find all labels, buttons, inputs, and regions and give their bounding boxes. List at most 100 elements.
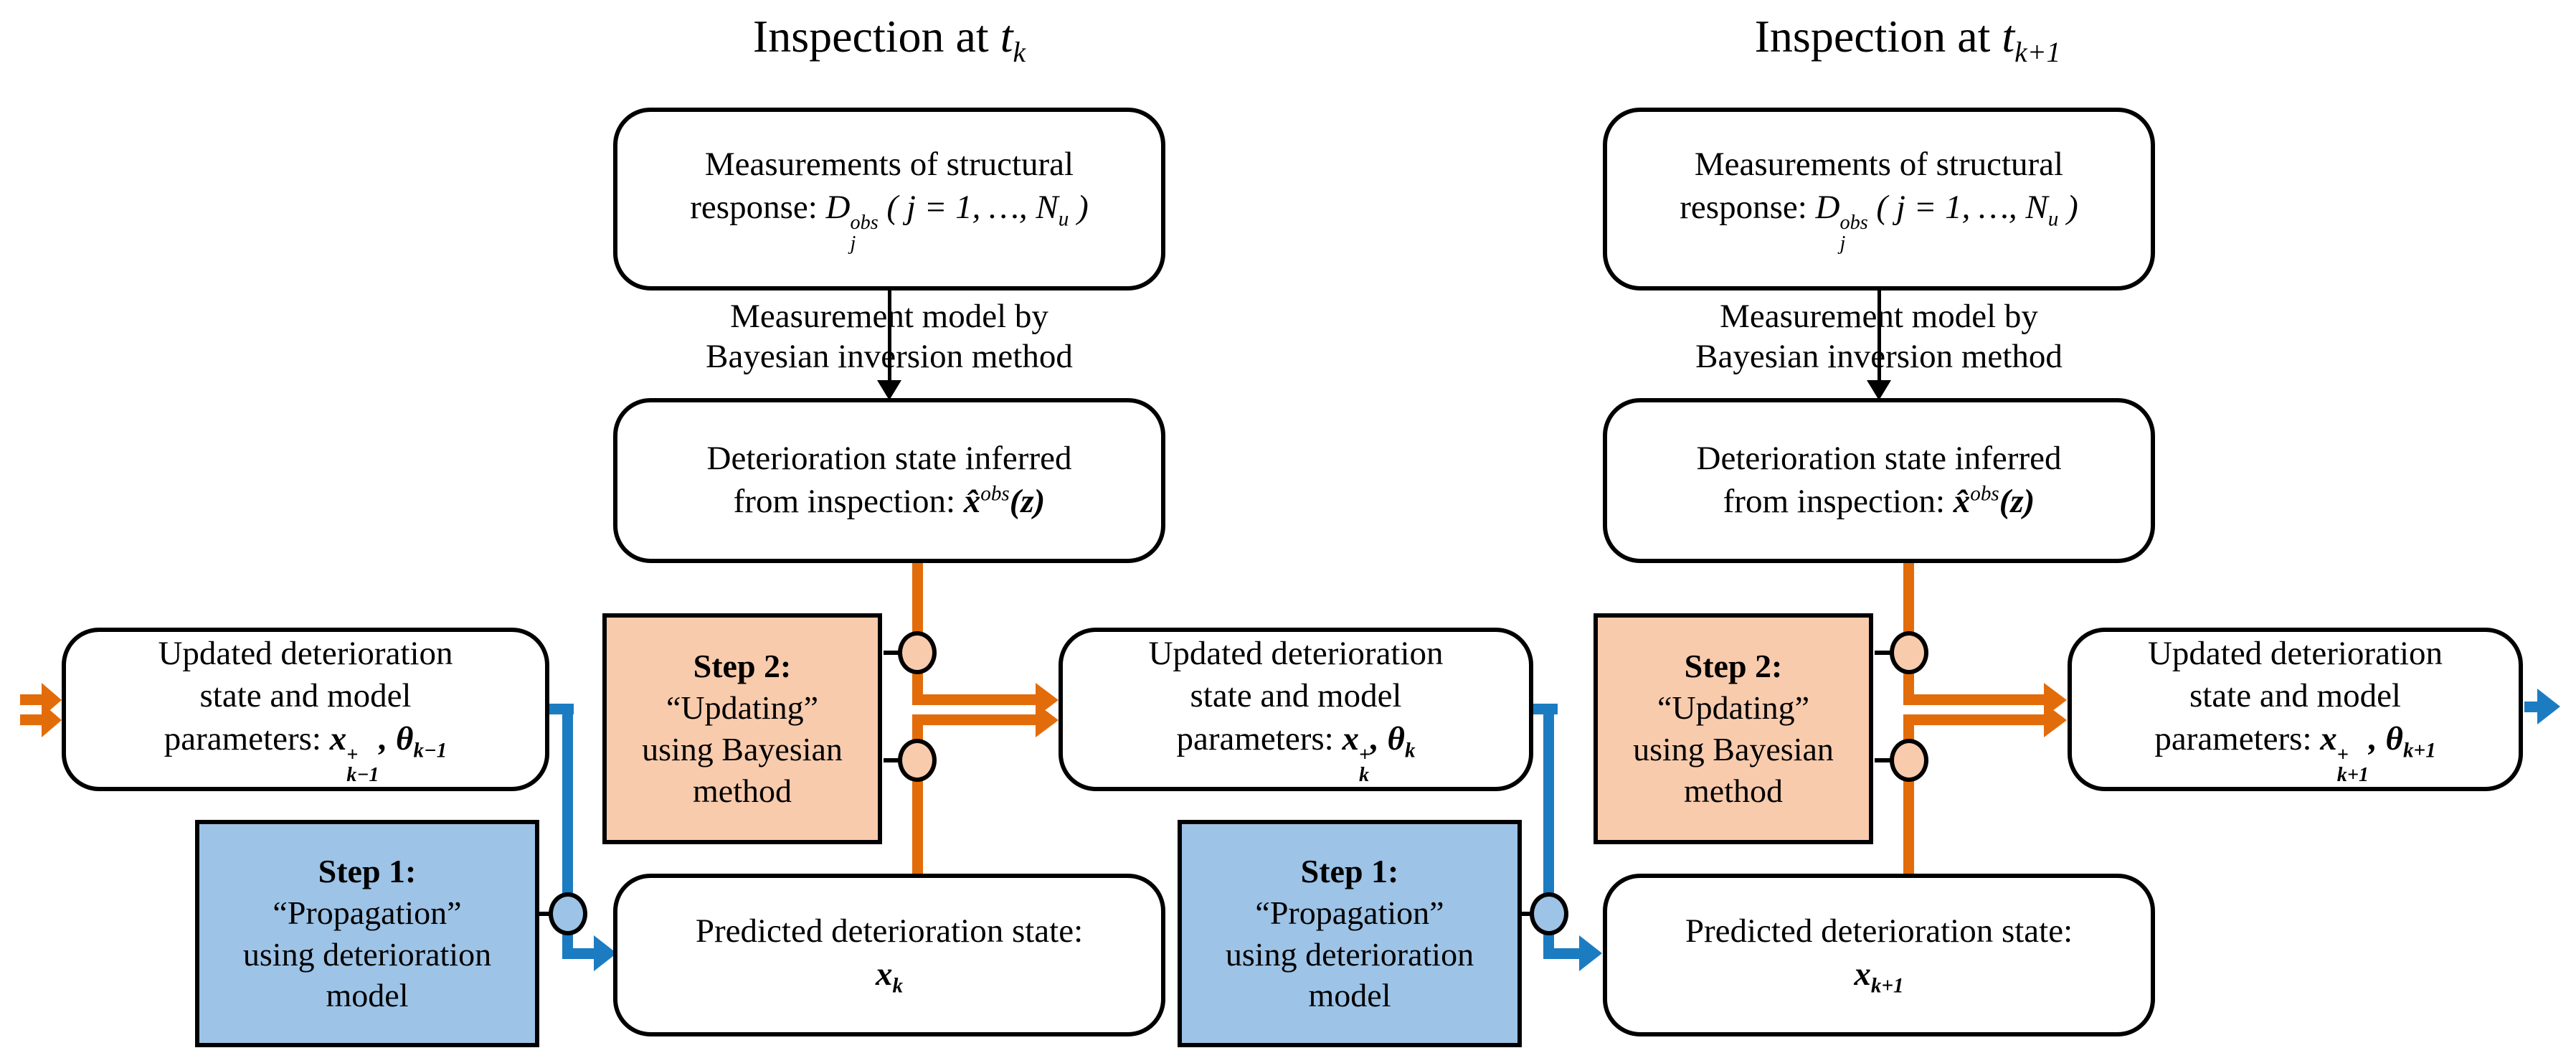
orange-arrow-shaft-upper-tk1 — [1903, 694, 2045, 705]
math-theta-sub: k+1 — [2402, 739, 2436, 762]
inferred-line2: from inspection: x̂obs(z) — [734, 481, 1046, 524]
measurements-line1: Measurements of structural — [1694, 146, 2064, 184]
math-theta: θ — [396, 720, 414, 758]
predicted-line1: Predicted deterioration state: — [695, 912, 1084, 950]
math-x-sup: + — [1358, 743, 1371, 766]
orange-arrow-shaft-upper-tk — [912, 694, 1037, 705]
blue-line-elbow-tk — [562, 948, 595, 959]
step1-title: Step 1: — [1300, 852, 1399, 889]
updated-params-line: parameters: x+k−1, θk−1 — [164, 718, 447, 786]
math-theta-sub: k−1 — [413, 739, 448, 762]
orange-arrow-shaft-lower-tk1 — [1903, 714, 2045, 725]
updated-line2: state and model — [2189, 677, 2401, 715]
title-inspection-tk1: Inspection at tk+1 — [1657, 10, 2159, 69]
math-theta: θ — [2385, 720, 2403, 758]
connector-node-step1-tk1 — [1530, 892, 1568, 935]
math-D: D — [825, 188, 851, 226]
inferred-state-box-tk1: Deterioration state inferred from inspec… — [1603, 398, 2155, 563]
step2-box-tk1: Step 2: “Updating” using Bayesian method — [1594, 613, 1873, 844]
measurement-model-label-tk: Measurement model by Bayesian inversion … — [638, 296, 1140, 377]
step2-line3: using Bayesian — [1633, 731, 1834, 767]
label-line2: Bayesian inversion method — [1695, 338, 2063, 376]
orange-arrow-shaft-lower-tk — [912, 714, 1037, 725]
measurement-model-label-tk1: Measurement model by Bayesian inversion … — [1628, 296, 2130, 377]
math-x-sub: k−1 — [346, 764, 379, 787]
measurement-model-arrow-line-tk1 — [1877, 291, 1881, 382]
label-line1: Measurement model by — [1720, 298, 2038, 335]
next-cycle-output-arrow-shaft — [2524, 702, 2539, 712]
step1-connector-stub-tk1 — [1519, 912, 1535, 916]
math-x: x — [1854, 955, 1871, 993]
math-xhat: x̂ — [963, 483, 981, 520]
math-D-sup: obs — [1839, 212, 1868, 235]
step2-line4: method — [1684, 772, 1783, 809]
math-xhat: x̂ — [1953, 483, 1971, 520]
title-var: t — [2002, 11, 2015, 62]
measurement-model-arrowhead-tk1 — [1867, 380, 1891, 400]
math-sep: , — [2369, 720, 2386, 758]
orange-arrowhead-lower-tk — [1036, 703, 1059, 737]
math-range-sub: u — [1058, 207, 1069, 231]
inferred-label: from inspection: — [1723, 483, 1954, 520]
step1-box-tk1: Step 1: “Propagation” using deterioratio… — [1178, 820, 1522, 1047]
updated-params-line: parameters: x+k, θk — [1177, 718, 1416, 786]
updated-line2: state and model — [199, 677, 412, 715]
title-inspection-tk: Inspection at tk — [638, 10, 1140, 69]
connector-node-upper-tk1 — [1890, 631, 1928, 674]
math-x-sup: + — [2336, 743, 2349, 766]
updated-params-line: parameters: x+k+1, θk+1 — [2154, 718, 2435, 786]
math-xhat-sup: obs — [1970, 482, 1999, 506]
updated-state-box-k-minus-1: Updated deterioration state and model pa… — [62, 628, 549, 791]
math-x-scripts: +k−1 — [346, 745, 379, 787]
step1-line3: using deterioration — [242, 935, 492, 973]
math-x-sub: k — [892, 974, 904, 998]
measurement-model-arrow-line-tk — [888, 291, 891, 382]
step1-title: Step 1: — [318, 852, 417, 889]
orange-arrowhead-lower-tk1 — [2044, 703, 2067, 737]
step2-connector-stub-upper-tk1 — [1875, 651, 1892, 655]
updated-line2: state and model — [1190, 677, 1402, 715]
step1-line2: “Propagation” — [1255, 894, 1444, 931]
measurements-label: response: — [690, 188, 826, 226]
title-sub: k+1 — [2014, 36, 2061, 68]
updated-line1: Updated deterioration — [1148, 634, 1444, 672]
math-x: x — [2320, 720, 2337, 758]
updated-label: parameters: — [1176, 720, 1343, 758]
step1-line4: model — [1308, 977, 1391, 1014]
step2-line2: “Updating” — [666, 689, 819, 727]
measurements-label: response: — [1680, 188, 1816, 226]
predicted-line1: Predicted deterioration state: — [1685, 912, 2073, 950]
title-var: t — [1000, 11, 1013, 62]
math-sep: , — [1370, 720, 1388, 758]
inferred-line2: from inspection: x̂obs(z) — [1723, 481, 2035, 524]
measurements-line1: Measurements of structural — [704, 146, 1074, 184]
step2-title: Step 2: — [693, 648, 792, 685]
prior-input-arrowhead-2 — [42, 703, 62, 737]
math-xhat-sup: obs — [980, 482, 1010, 506]
math-x-sub: k+1 — [1870, 974, 1904, 998]
step1-line3: using deterioration — [1225, 935, 1474, 973]
connector-node-upper-tk — [898, 631, 937, 674]
math-range-close: ) — [2058, 188, 2078, 226]
updated-state-box-k-plus-1: Updated deterioration state and model pa… — [2068, 628, 2523, 791]
math-range-close: ) — [1069, 188, 1089, 226]
predicted-math: xk+1 — [1854, 953, 1903, 999]
step1-line2: “Propagation” — [273, 894, 462, 931]
predicted-state-box-tk: Predicted deterioration state: xk — [613, 874, 1165, 1036]
title-text: Inspection at — [1754, 11, 2002, 62]
inferred-line1: Deterioration state inferred — [706, 440, 1072, 478]
math-sep: , — [379, 720, 397, 758]
step2-connector-stub-upper-tk — [884, 651, 901, 655]
math-theta-sub: k — [1404, 739, 1416, 762]
updated-label: parameters: — [164, 720, 330, 758]
step2-box-tk: Step 2: “Updating” using Bayesian method — [602, 613, 882, 844]
math-x-scripts: +k — [1359, 745, 1370, 787]
blue-line-elbow-tk1 — [1543, 948, 1581, 959]
math-D-sub: j — [1839, 232, 1846, 255]
math-x-sup: + — [346, 743, 359, 766]
math-x: x — [329, 720, 347, 758]
step2-title: Step 2: — [1684, 648, 1783, 685]
